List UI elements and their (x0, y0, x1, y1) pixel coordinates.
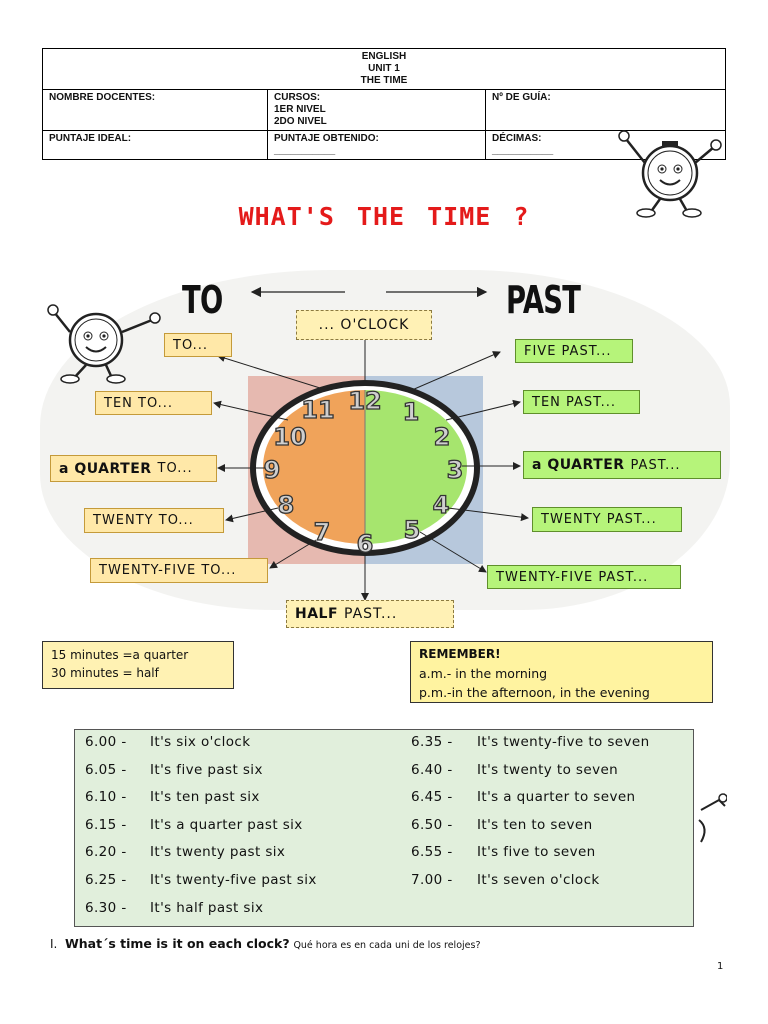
time-sentence: It's six o'clock (150, 734, 251, 750)
remember-heading: REMEMBER! (419, 647, 501, 661)
half-info: 30 minutes = half (51, 666, 159, 680)
clock-numerals: 12 1 2 3 4 5 6 7 8 9 10 11 (263, 386, 464, 558)
question-spanish: Qué hora es en cada uni de los relojes? (293, 940, 481, 951)
remember-box: REMEMBER! a.m.- in the morning p.m.-in t… (410, 641, 713, 703)
label-quarter-to: a QUARTER TO... (50, 455, 217, 482)
courses-label: CURSOS: (274, 92, 321, 103)
unit-label: UNIT 1 (368, 63, 400, 74)
quarter-info: 15 minutes =a quarter (51, 648, 189, 662)
time-value: 6.35 - (411, 734, 453, 750)
label-half-bold: HALF (295, 606, 339, 622)
time-sentence: It's twenty past six (150, 844, 286, 861)
label-quarter-to-bold: a QUARTER (59, 460, 152, 477)
decimals-cell: DÉCIMAS: ___________ (485, 130, 726, 160)
label-twentyfive-to: TWENTY-FIVE TO... (90, 558, 268, 583)
level1-label: 1ER NIVEL (274, 104, 326, 115)
time-sentence: It's ten to seven (477, 816, 593, 833)
numeral-11: 11 (301, 396, 334, 424)
question-number: I. (50, 937, 58, 951)
to-half-face (263, 390, 365, 544)
clock-diagram: 12 1 2 3 4 5 6 7 8 9 10 11 (47, 286, 529, 601)
to-heading: TO (182, 278, 223, 322)
guide-number-label: Nº DE GUÍA: (492, 92, 551, 103)
teachers-label: NOMBRE DOCENTES: (49, 92, 156, 103)
header-table: ENGLISH UNIT 1 THE TIME NOMBRE DOCENTES:… (42, 48, 726, 160)
time-examples-box: 6.00 - It's six o'clock 6.05 - It's five pa… (74, 729, 694, 927)
numeral-5: 5 (404, 516, 421, 544)
numeral-6: 6 (357, 530, 374, 558)
ideal-score-label: PUNTAJE IDEAL: (49, 133, 132, 144)
label-quarter-past-bold: a QUARTER (532, 457, 625, 473)
label-quarter-past: a QUARTER PAST... (523, 451, 721, 479)
label-oclock: ... O'CLOCK (296, 310, 432, 340)
exercise-question: I. What´s time is it on each clock? Qué … (50, 936, 480, 951)
label-quarter-to-rest: TO... (157, 461, 193, 476)
time-value: 6.30 - (85, 899, 127, 916)
time-sentence: It's seven o'clock (477, 872, 600, 888)
decimals-label: DÉCIMAS: (492, 133, 542, 144)
label-five-to: TO... (164, 333, 232, 357)
label-twenty-to: TWENTY TO... (84, 508, 224, 533)
time-sentence: It's half past six (150, 899, 264, 916)
time-value: 6.20 - (85, 844, 127, 861)
time-value: 6.40 - (411, 761, 453, 778)
time-sentence: It's ten past six (150, 789, 260, 806)
page-number: 1 (717, 961, 724, 972)
numeral-4: 4 (433, 491, 450, 519)
question-english: What´s time is it on each clock? (65, 936, 290, 951)
time-sentence: It's a quarter past six (150, 816, 303, 833)
label-twenty-past: TWENTY PAST... (532, 507, 682, 532)
label-five-past: FIVE PAST... (515, 339, 633, 363)
numeral-3: 3 (447, 456, 464, 484)
numeral-10: 10 (273, 423, 306, 451)
time-value: 6.15 - (85, 816, 127, 833)
clock-mascot-left (47, 304, 161, 384)
time-sentence: It's five to seven (477, 844, 596, 861)
obtained-score-label: PUNTAJE OBTENIDO: (274, 133, 379, 144)
courses-cell: CURSOS: 1ER NIVEL 2DO NIVEL (267, 89, 486, 131)
time-sentence: It's five past six (150, 761, 263, 778)
label-ten-past: TEN PAST... (523, 390, 640, 414)
level2-label: 2DO NIVEL (274, 116, 327, 127)
ideal-score-cell: PUNTAJE IDEAL: (42, 130, 268, 160)
past-half-face (365, 390, 467, 544)
time-value: 6.05 - (85, 761, 127, 778)
header-title-cell: ENGLISH UNIT 1 THE TIME (42, 48, 726, 90)
numeral-8: 8 (278, 491, 295, 519)
numeral-7: 7 (314, 518, 331, 546)
label-quarter-past-rest: PAST... (630, 457, 681, 473)
teachers-cell: NOMBRE DOCENTES: (42, 89, 268, 131)
label-ten-to: TEN TO... (95, 391, 212, 415)
time-value: 7.00 - (411, 872, 453, 888)
time-sentence: It's twenty-five past six (150, 872, 317, 888)
page-title: WHAT'S THE TIME ? (238, 202, 530, 231)
time-value: 6.55 - (411, 844, 453, 861)
obtained-score-blank: ___________ (274, 145, 336, 156)
numeral-9: 9 (264, 456, 281, 484)
numeral-2: 2 (434, 423, 451, 451)
pm-info: p.m.-in the afternoon, in the evening (419, 685, 650, 700)
time-sentence: It's a quarter to seven (477, 789, 636, 806)
past-heading: PAST (506, 278, 581, 322)
label-twentyfive-past: TWENTY-FIVE PAST... (487, 565, 681, 589)
obtained-score-cell: PUNTAJE OBTENIDO: ___________ (267, 130, 486, 160)
clock-mascot-edge (698, 793, 727, 843)
label-half-rest: PAST... (344, 606, 398, 622)
clock-mascot-illustration (618, 130, 722, 218)
topic-label: THE TIME (360, 75, 408, 86)
minutes-info-box: 15 minutes =a quarter 30 minutes = half (42, 641, 234, 689)
numeral-1: 1 (403, 398, 420, 426)
am-info: a.m.- in the morning (419, 666, 548, 681)
time-value: 6.25 - (85, 872, 127, 888)
time-value: 6.10 - (85, 789, 127, 806)
decimals-blank: ___________ (492, 145, 554, 156)
label-half-past: HALF PAST... (286, 600, 454, 628)
time-sentence: It's twenty to seven (477, 761, 619, 778)
time-sentence: It's twenty-five to seven (477, 734, 650, 750)
time-value: 6.50 - (411, 816, 453, 833)
time-value: 6.00 - (85, 734, 127, 750)
time-value: 6.45 - (411, 789, 453, 806)
numeral-12: 12 (348, 387, 381, 415)
subject-label: ENGLISH (361, 51, 407, 62)
